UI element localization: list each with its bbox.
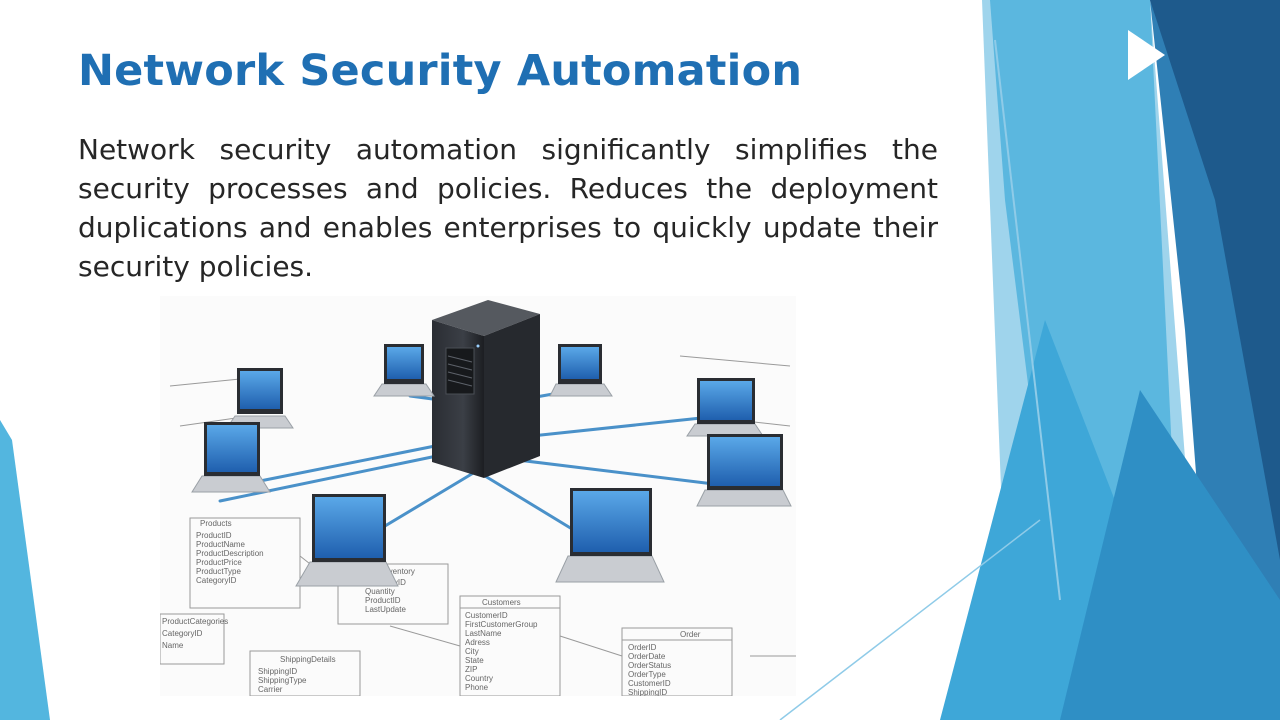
slide-body-text: Network security automation significantl… (78, 133, 938, 283)
schema-field: ProductType (196, 567, 241, 576)
schema-labels: Customers CustomerID FirstCustomerGroup … (162, 519, 701, 696)
schema-table-box (189, 517, 301, 609)
schema-field: State (465, 656, 484, 665)
schema-field: ShippingType (258, 676, 307, 685)
schema-field: ShippingID (258, 667, 297, 676)
schema-table-header: Order (680, 630, 701, 639)
laptop (686, 378, 764, 437)
laptop-keyboard (549, 383, 613, 397)
laptop-screen (315, 497, 383, 558)
schema-field: Name (162, 641, 184, 650)
server-top (432, 300, 540, 336)
deco-line (994, 39, 1061, 601)
laptop-keyboard (555, 555, 665, 583)
schema-field: ProductPrice (196, 558, 242, 567)
schema-field: CustomerID (465, 611, 508, 620)
schema-field: OrderDate (628, 652, 666, 661)
laptop (555, 488, 665, 583)
server-vents (447, 355, 473, 387)
deco-line (779, 519, 1041, 720)
schema-field: LastName (465, 629, 502, 638)
server-bay (445, 347, 475, 395)
schema-field: OrderStatus (628, 661, 671, 670)
laptop-keyboard (191, 475, 271, 493)
schema-table-header: ProductCategories (162, 617, 228, 626)
vent-line (447, 371, 473, 379)
schema-table-box (249, 650, 361, 696)
schema-table-header: Customers (482, 598, 521, 607)
schema-field: FirstCustomerGroup (465, 620, 538, 629)
schema-field: ShippingID (628, 688, 667, 696)
schema-field: Quantity (365, 587, 395, 596)
schema-table-header: Inventory (382, 567, 415, 576)
laptop-keyboard (295, 561, 399, 587)
laptop (549, 344, 613, 397)
schema-table-header: Products (200, 519, 232, 528)
vent-line (447, 355, 473, 363)
schema-field: ProductID (365, 596, 401, 605)
schema-table-box (337, 563, 449, 625)
schema-field: ProductDescription (196, 549, 264, 558)
schema-field: CategoryID (162, 629, 203, 638)
vent-line (447, 379, 473, 387)
schema-relation-line (169, 355, 791, 427)
laptop-screen (700, 381, 752, 420)
schema-field: CategoryID (196, 576, 237, 585)
schema-table-header: ShippingDetails (280, 655, 336, 664)
server-front (432, 320, 484, 478)
deco-arrow-marker (1128, 30, 1165, 80)
schema-table-box (621, 627, 733, 696)
laptop-keyboard (696, 489, 792, 507)
laptop-screen (710, 437, 780, 486)
laptop (696, 434, 792, 507)
slide-title: Network Security Automation (78, 46, 803, 96)
laptop (295, 494, 399, 587)
schema-field: OrderType (628, 670, 666, 679)
schema-field: OrderID (628, 643, 657, 652)
schema-field: Adress (465, 638, 490, 647)
schema-field: Carrier (258, 685, 283, 694)
schema-field: City (465, 647, 479, 656)
schema-field: Phone (465, 683, 489, 692)
server-side (484, 314, 540, 478)
vent-line (447, 363, 473, 371)
laptop (373, 344, 435, 397)
laptop (191, 422, 271, 493)
deco-left-sliver (0, 420, 50, 720)
server-led (476, 344, 480, 348)
deco-triangle-back (1060, 390, 1280, 720)
server-tower (432, 300, 540, 478)
schema-field: CustomerID (628, 679, 671, 688)
laptop-screen (387, 347, 421, 379)
laptop-keyboard (373, 383, 435, 397)
network-diagram-illustration: Customers CustomerID FirstCustomerGroup … (160, 296, 796, 696)
laptop-screen (561, 347, 599, 379)
schema-field: ProductName (196, 540, 245, 549)
schema-table-box (160, 613, 225, 665)
laptop-screen (240, 371, 280, 409)
laptop-screen (573, 491, 649, 552)
schema-field: ProductID (196, 531, 232, 540)
schema-field: ZIP (465, 665, 477, 674)
schema-field: Country (465, 674, 493, 683)
deco-panel-dark (1150, 0, 1280, 560)
schema-field: LastUpdate (365, 605, 406, 614)
laptop-screen (207, 425, 257, 472)
